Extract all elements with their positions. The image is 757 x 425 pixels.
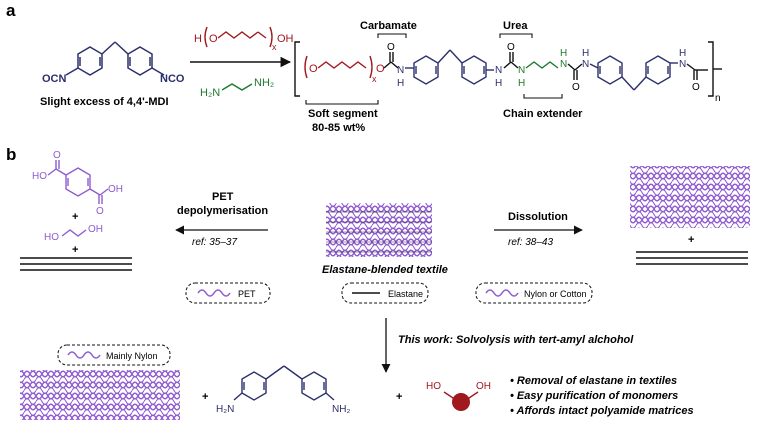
- soft-o-right: O: [376, 63, 385, 75]
- polyol-structure: [204, 26, 273, 48]
- urea-n-left: N: [495, 65, 502, 76]
- diamine-left: H₂N: [200, 87, 220, 99]
- bullet-2: • Easy purification of monomers: [510, 390, 678, 402]
- end-carbonyl: [686, 63, 708, 80]
- elastane-lines-left: [20, 257, 132, 271]
- nco-label: NCO: [160, 73, 185, 85]
- eg-oh: OH: [88, 224, 103, 235]
- legend-pet-wave: [197, 289, 231, 297]
- mda-h2n: H₂N: [216, 404, 234, 415]
- legend-pet-text: PET: [238, 289, 256, 299]
- carbamate-h: H: [397, 78, 404, 89]
- polyol-h: H: [194, 33, 202, 45]
- dissolution-ref: ref: 38–43: [508, 237, 553, 248]
- chain-extender-structure: [525, 61, 559, 69]
- panel-b-label: b: [6, 145, 16, 164]
- polymer-mdi-unit: [405, 49, 494, 85]
- urea2-n: N: [582, 59, 589, 70]
- soft-o-left: O: [309, 63, 318, 75]
- legend-mainly-nylon-wave: [67, 351, 101, 359]
- tpa-oh: OH: [108, 184, 123, 195]
- dissolution-label: Dissolution: [508, 211, 568, 223]
- mdi-structure: [65, 41, 165, 76]
- mda-structure: [233, 365, 335, 401]
- carbamate-o: O: [387, 42, 395, 53]
- carbamate-structure: [383, 52, 399, 69]
- pet-ref: ref: 35–37: [192, 237, 237, 248]
- urea-label: Urea: [503, 20, 528, 32]
- polyol-x: x: [272, 42, 277, 52]
- legend-elastane-box: [341, 282, 429, 304]
- soft-segment-label: Soft segment: [308, 108, 378, 120]
- legend-mainly-nylon-box: [57, 344, 171, 366]
- braces: [305, 33, 563, 105]
- end-h: H: [679, 48, 686, 59]
- panel-a-label: a: [6, 1, 16, 20]
- nylon-mesh-right: [630, 166, 750, 228]
- tpa-o-bottom: O: [96, 206, 104, 217]
- diamine-right: NH₂: [254, 77, 274, 89]
- ext-n-right: N: [560, 59, 567, 70]
- pet-title-1: PET: [212, 191, 234, 203]
- soft-segment-wt: 80-85 wt%: [312, 122, 365, 134]
- urea2-o: O: [572, 82, 580, 93]
- urea-n-green: N: [518, 65, 525, 76]
- this-work-label: This work: Solvolysis with tert-amyl alc…: [398, 334, 634, 346]
- plus-2: +: [72, 244, 78, 256]
- center-label: Elastane-blended textile: [322, 264, 448, 276]
- bullet-1: • Removal of elastane in textiles: [510, 375, 677, 387]
- ethylene-glycol: [61, 229, 87, 237]
- diol-bond-right: [465, 391, 479, 401]
- plus-bottom-1: +: [202, 391, 208, 403]
- legend-elastane-text: Elastane: [388, 289, 423, 299]
- tpa-o-top: O: [53, 150, 61, 161]
- bullet-3: • Affords intact polyamide matrices: [510, 405, 694, 417]
- urea-o: O: [507, 42, 515, 53]
- textile-elastane-threads: [326, 211, 432, 253]
- plus-1: +: [72, 211, 78, 223]
- end-n: N: [679, 59, 686, 70]
- polyol-oh: OH: [277, 33, 294, 45]
- ext-h-right: H: [560, 48, 567, 59]
- end-o: O: [692, 82, 700, 93]
- urea-h-green: H: [518, 78, 525, 89]
- mda-nh2: NH₂: [332, 404, 350, 415]
- diol-ho: HO: [426, 381, 441, 392]
- legend-nylon-box: [475, 282, 593, 304]
- diol-core: [452, 393, 470, 411]
- polymer-brackets: [294, 41, 714, 97]
- legend-nylon-text: Nylon or Cotton: [524, 289, 587, 299]
- urea-h-left: H: [495, 78, 502, 89]
- elastane-lines-right: [636, 251, 748, 265]
- carbamate-label: Carbamate: [360, 20, 417, 32]
- chain-extender-label: Chain extender: [503, 108, 583, 120]
- terephthalic-acid: [47, 160, 109, 204]
- polymer-mdi-unit-2: [589, 55, 678, 91]
- nylon-mesh-bottom: [20, 370, 180, 420]
- mdi-caption: Slight excess of 4,4'-MDI: [40, 96, 169, 108]
- diol-oh: OH: [476, 381, 491, 392]
- soft-segment-structure: [304, 55, 373, 79]
- legend-nylon-wave: [485, 289, 519, 297]
- urea-structure: [503, 52, 519, 69]
- diamine-structure: [221, 83, 253, 91]
- urea-structure-2: [567, 63, 583, 80]
- legend-mainly-nylon-text: Mainly Nylon: [106, 351, 158, 361]
- ocn-label: OCN: [42, 73, 67, 85]
- tpa-ho: HO: [32, 171, 47, 182]
- blended-textile: [326, 203, 432, 257]
- pet-title-2: depolymerisation: [177, 205, 268, 217]
- urea2-h: H: [582, 48, 589, 59]
- soft-x: x: [372, 74, 377, 84]
- plus-right: +: [688, 234, 694, 246]
- polyol-o: O: [209, 33, 218, 45]
- legend-pet-box: [185, 282, 271, 304]
- carbamate-n: N: [397, 65, 404, 76]
- eg-ho: HO: [44, 232, 59, 243]
- polymer-n: n: [715, 93, 721, 104]
- plus-bottom-2: +: [396, 391, 402, 403]
